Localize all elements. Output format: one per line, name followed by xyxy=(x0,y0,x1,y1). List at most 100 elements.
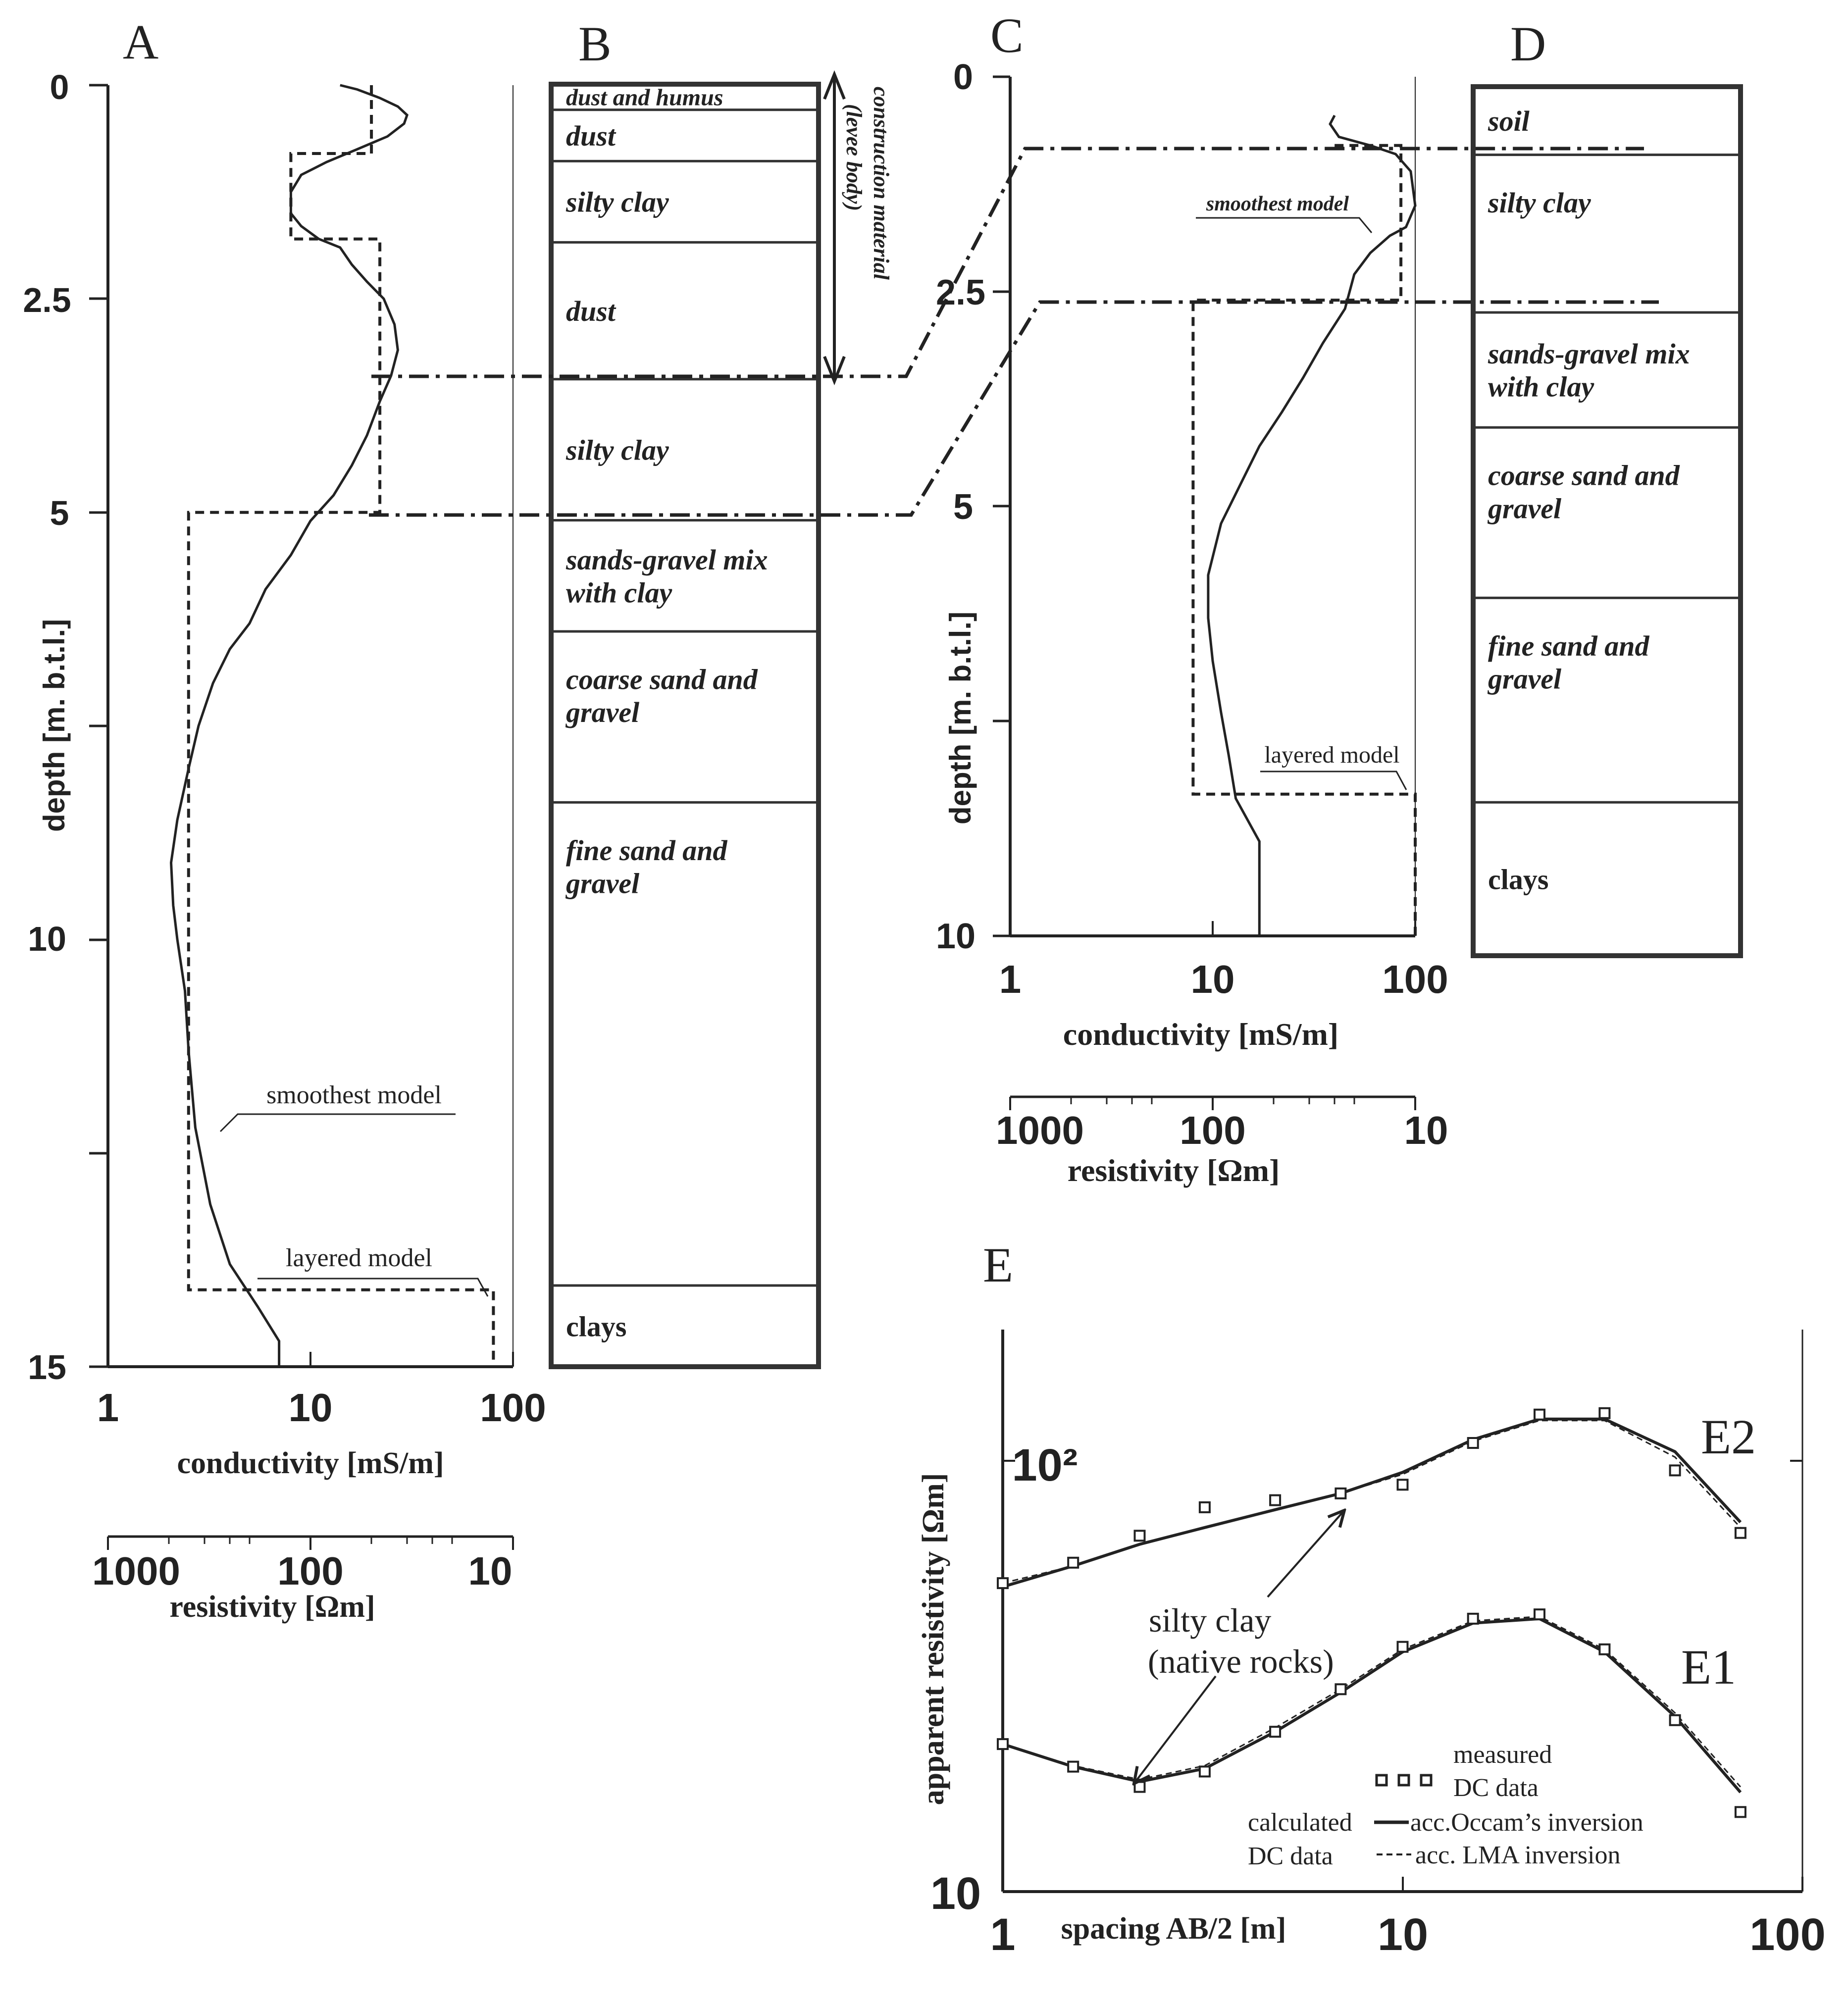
panel-c-layered-label: layered model xyxy=(1264,742,1399,768)
panel-a-rtick-10: 10 xyxy=(468,1549,513,1593)
construction-arrowhead-bottom xyxy=(823,356,846,386)
correlation-line-upper xyxy=(371,147,1644,378)
panel-e-silty-label-1: silty clay xyxy=(1149,1601,1271,1639)
panel-c-series xyxy=(1191,114,1417,936)
construction-label-1: construction material xyxy=(869,87,893,280)
panel-a-letter: A xyxy=(123,14,158,69)
column-d-layer-label-2-1: with clay xyxy=(1488,371,1594,403)
panel-c-xlabel: conductivity [mS/m] xyxy=(1063,1017,1338,1052)
column-b-layer-label-7-1: gravel xyxy=(565,868,640,900)
panel-e-e1-measured-point-8 xyxy=(1534,1608,1545,1621)
column-b-layer-label-2-0: silty clay xyxy=(565,186,669,218)
panel-e-ytick-10: 10 xyxy=(930,1868,981,1919)
panel-c-xtick-100: 100 xyxy=(1382,957,1448,1001)
panel-c-ytick-5: 5 xyxy=(953,487,973,527)
panel-a-ytick-0: 0 xyxy=(50,68,69,106)
panel-b-letter: B xyxy=(578,16,612,71)
column-d-layer-label-5-0: clays xyxy=(1488,863,1548,895)
panel-e-e1-measured-point-1 xyxy=(1067,1760,1079,1773)
column-b-layer-label-0-0: dust and humus xyxy=(566,85,723,111)
legend-calculated-label-2: DC data xyxy=(1248,1842,1333,1870)
panel-e-e2-label: E2 xyxy=(1701,1409,1756,1464)
panel-e-e1-measured-point-10 xyxy=(1669,1714,1681,1726)
panel-a-xlabel: conductivity [mS/m] xyxy=(177,1446,444,1480)
panel-e-e2-occam-line xyxy=(1002,1417,1742,1589)
panel-c-y-ticks xyxy=(993,75,1010,937)
panel-c-letter: C xyxy=(990,8,1024,63)
legend-measured-marker-1 xyxy=(1375,1774,1388,1787)
panel-e-e1-measured-point-3 xyxy=(1198,1765,1211,1778)
column-b-layer-label-8-0: clays xyxy=(566,1310,626,1342)
panel-c-rtick-1000: 1000 xyxy=(996,1108,1084,1152)
panel-a-xtick-10: 10 xyxy=(289,1386,333,1430)
column-b-layer-label-4-0: silty clay xyxy=(565,434,669,466)
panel-e-e1-measured-point-0 xyxy=(997,1738,1009,1750)
panel-a-rtick-1000: 1000 xyxy=(92,1549,180,1593)
construction-label-2: (levee body) xyxy=(842,104,866,211)
panel-e-arrow-down xyxy=(1134,1675,1217,1784)
panel-a-smoothest-label: smoothest model xyxy=(266,1081,442,1109)
panel-e-e2-measured-point-4 xyxy=(1269,1494,1282,1506)
panel-e-xtick-10: 10 xyxy=(1378,1909,1428,1960)
panel-e-e1-measured-point-9 xyxy=(1598,1643,1611,1655)
panel-a-ylabel: depth [m. b.t.l.] xyxy=(38,619,71,832)
legend-measured-label-2: DC data xyxy=(1453,1774,1539,1802)
panel-e-e2-measured-point-0 xyxy=(997,1577,1009,1590)
panel-a-rtick-100: 100 xyxy=(277,1549,343,1593)
column-b-layer-label-5-0: sands-gravel mix xyxy=(565,544,768,576)
panel-d-letter: D xyxy=(1510,16,1546,71)
panel-e-e1-measured-point-7 xyxy=(1467,1612,1479,1625)
construction-annotation: construction material (levee body) xyxy=(823,70,893,386)
panel-a-ytick-5: 5 xyxy=(50,494,69,532)
column-d-layer-label-4-1: gravel xyxy=(1487,663,1562,695)
panel-a-xtick-1: 1 xyxy=(97,1386,119,1430)
panel-e-e1-measured-point-2 xyxy=(1133,1781,1146,1793)
panel-c-rtick-10: 10 xyxy=(1404,1108,1448,1152)
legend-occam-label: acc.Occam’s inversion xyxy=(1410,1808,1643,1837)
legend-measured-marker-3 xyxy=(1420,1774,1433,1787)
panel-a: A 0 2.5 5 10 15 depth [m. b.t.l.] 1 10 1… xyxy=(23,14,546,1624)
panel-e-e2-measured-point-3 xyxy=(1198,1501,1211,1513)
panel-c-rtick-100: 100 xyxy=(1180,1108,1245,1152)
panel-e-e2-measured-point-8 xyxy=(1534,1408,1545,1421)
panel-c-xtick-1: 1 xyxy=(999,957,1022,1001)
panel-e-silty-label-2: (native rocks) xyxy=(1148,1643,1334,1680)
panel-e-e1-measured-point-11 xyxy=(1734,1806,1746,1818)
panel-e-letter: E xyxy=(983,1237,1013,1292)
panel-c-smoothest-leader xyxy=(1196,217,1373,233)
panel-c-ylabel: depth [m. b.t.l.] xyxy=(944,612,977,824)
panel-e-e2-measured-point-5 xyxy=(1335,1487,1347,1499)
panel-c-x-ticks xyxy=(1009,921,1416,936)
panel-e-legend: measured DC data calculated DC data acc.… xyxy=(1248,1741,1643,1870)
panel-e-e1-measured-point-4 xyxy=(1269,1726,1282,1738)
panel-a-resistivity-label: resistivity [Ωm] xyxy=(169,1590,375,1624)
column-d-layer-label-1-0: silty clay xyxy=(1488,187,1591,219)
panel-e-e1-measured-point-6 xyxy=(1396,1641,1409,1653)
panel-e-xtick-1: 1 xyxy=(990,1909,1015,1960)
panel-e-series xyxy=(997,1407,1746,1818)
column-d-layer-label-3-0: coarse sand and xyxy=(1488,460,1680,492)
column-b-layer-label-3-0: dust xyxy=(566,295,616,327)
panel-c-ytick-2.5: 2.5 xyxy=(936,273,985,312)
column-d-layer-label-4-0: fine sand and xyxy=(1488,630,1650,662)
panel-c-smoothest-label: smoothest model xyxy=(1206,193,1349,215)
panel-a-ytick-10: 10 xyxy=(28,920,66,958)
panel-c-resistivity-label: resistivity [Ωm] xyxy=(1068,1153,1280,1188)
legend-lma-label: acc. LMA inversion xyxy=(1415,1841,1620,1869)
panel-a-y-ticks xyxy=(89,84,108,1368)
panel-e-e1-occam-line xyxy=(1002,1617,1742,1794)
panel-e-ytick-100: 10² xyxy=(1012,1440,1078,1490)
column-b-layer-label-6-1: gravel xyxy=(565,696,640,728)
panel-e-e1-lma-line xyxy=(1002,1615,1742,1788)
panel-e-e2-measured-point-2 xyxy=(1133,1530,1146,1542)
legend-measured-label-1: measured xyxy=(1453,1741,1552,1769)
panel-c-xtick-10: 10 xyxy=(1191,957,1235,1001)
panel-e-arrow-up xyxy=(1267,1510,1344,1598)
panel-a-layered-label: layered model xyxy=(286,1244,432,1272)
correlation-lines xyxy=(369,147,1659,517)
panel-e-xtick-100: 100 xyxy=(1749,1909,1826,1960)
panel-e: E 1 10 100 spacing AB/2 [m] 10 10² appar… xyxy=(917,1237,1826,1960)
